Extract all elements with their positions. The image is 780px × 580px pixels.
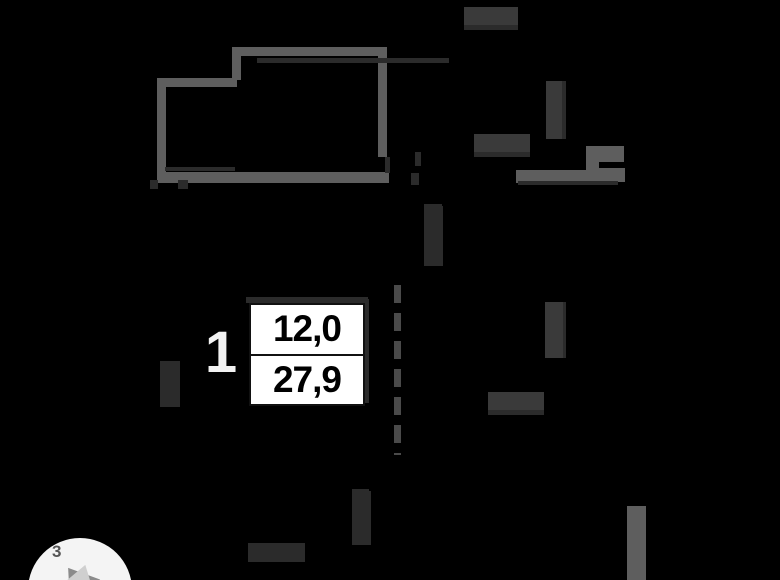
wall-upper-room-left xyxy=(157,78,166,180)
unit-divider-dashed-line xyxy=(394,285,401,455)
wall-core-vertical-edge xyxy=(440,206,443,266)
wall-upper-room-door-jamb xyxy=(150,180,158,189)
unit-number-label: 1 xyxy=(204,320,238,385)
wall-unit-right xyxy=(364,299,369,403)
wall-right-horizontal-lower xyxy=(516,170,598,183)
wall-upper-room-bottom xyxy=(157,172,389,183)
wall-right-lower-vertical-edge xyxy=(563,302,566,358)
wall-bottom-right-column xyxy=(627,506,646,580)
unit-total-area-value: 27,9 xyxy=(272,358,342,400)
wall-upper-room-inner-divider xyxy=(257,58,449,63)
wall-right-horizontal-lower-edge xyxy=(518,181,618,185)
wall-right-lower-vertical xyxy=(545,302,565,358)
wall-top-right-block xyxy=(464,7,518,27)
unit-living-area-value: 12,0 xyxy=(251,305,363,356)
compass-label: 3 xyxy=(52,542,62,561)
wall-top-right-block-base xyxy=(464,25,518,30)
wall-bottom-center-vertical-edge xyxy=(367,491,371,545)
wall-bottom-horizontal-block xyxy=(248,543,305,560)
wall-bottom-center-vertical xyxy=(352,489,369,545)
wall-core-stub-top xyxy=(415,152,421,166)
wall-right-block-mid xyxy=(474,134,530,154)
wall-upper-room-right-stub xyxy=(385,157,390,173)
compass-rose[interactable]: 3 xyxy=(28,538,132,580)
wall-left-vertical-segment xyxy=(160,361,179,407)
wall-unit-top xyxy=(246,297,368,303)
wall-bottom-horizontal-block-base xyxy=(248,558,305,562)
wall-upper-room-left-upper xyxy=(232,47,241,80)
wall-upper-room-door-stub xyxy=(178,180,188,189)
unit-area-label-box[interactable]: 12,0 27,9 xyxy=(249,303,365,406)
wall-upper-room-inner-bottom xyxy=(165,167,235,171)
wall-upper-room-top xyxy=(232,47,387,56)
wall-right-block-mid-base xyxy=(474,152,530,157)
wall-core-stub-upper xyxy=(411,173,419,185)
wall-right-step-lower xyxy=(597,168,625,182)
wall-core-vertical xyxy=(424,204,442,266)
wall-right-lower-block xyxy=(488,392,544,412)
wall-upper-room-step-horizontal xyxy=(157,78,237,87)
wall-right-vertical-upper xyxy=(546,81,564,139)
wall-right-lower-block-base xyxy=(488,410,544,415)
wall-upper-room-right xyxy=(378,47,387,157)
wall-right-vertical-upper-edge xyxy=(562,81,566,139)
wall-left-vertical-segment-edge xyxy=(177,361,180,407)
